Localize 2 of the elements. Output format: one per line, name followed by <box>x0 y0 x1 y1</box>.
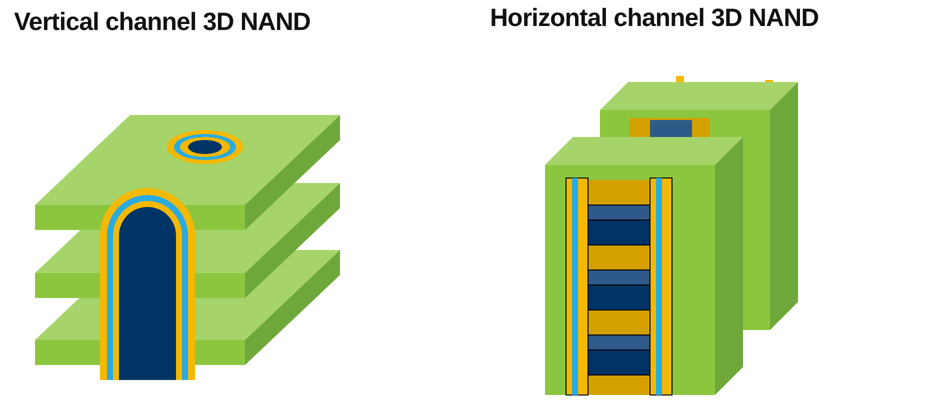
heading: Vertical channel 3D NAND <box>14 8 310 37</box>
heading: Horizontal channel 3D NAND <box>490 4 819 33</box>
